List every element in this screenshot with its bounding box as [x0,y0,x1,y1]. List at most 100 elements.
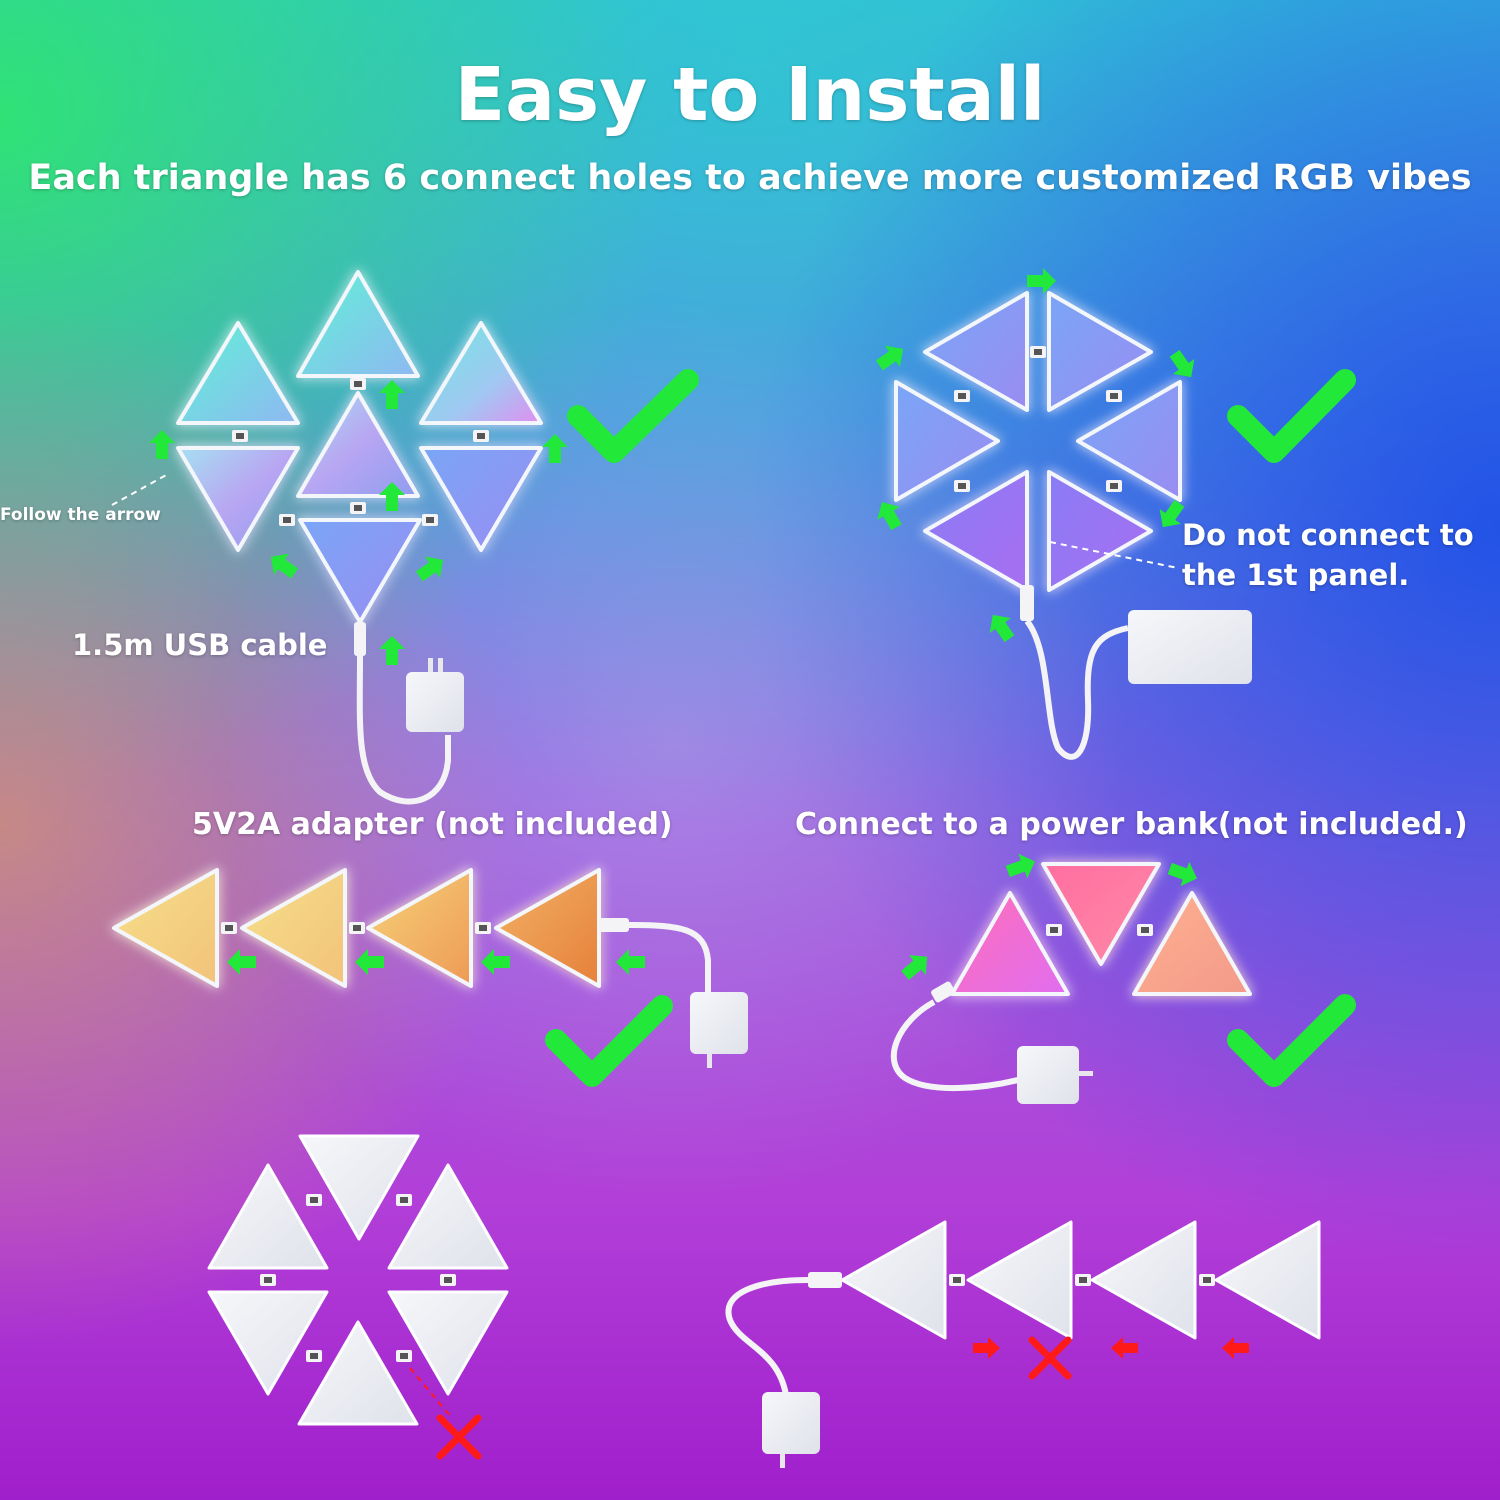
no-connect-line2: the 1st panel. [1182,558,1410,592]
panel [494,868,601,988]
check-icon [567,369,699,463]
panel [207,1290,329,1396]
panel [419,446,543,552]
arrow-icon [1027,268,1056,294]
arrow-icon [542,434,568,463]
hexagon-layout [870,268,1356,760]
connector [440,1274,456,1286]
connector [221,922,237,934]
follow-arrow-label: Follow the arrow [0,505,161,525]
check-icon [545,995,673,1087]
connector [954,480,970,492]
connector [1106,480,1122,492]
panel [298,518,422,624]
no-connect-line1: Do not connect to [1182,518,1474,552]
connector [1106,390,1122,402]
panel [112,868,219,988]
panel [950,891,1070,996]
panel [419,321,543,425]
arrow-icon [379,380,405,409]
arrow-icon [1111,1337,1138,1359]
three-panel-layout [890,849,1356,1104]
connector [396,1350,412,1362]
row-layout [112,868,748,1087]
panel [207,1163,329,1270]
panel [966,1220,1073,1340]
panel [240,868,347,988]
panel [1047,291,1153,412]
arrow-icon [149,430,175,459]
cross-icon [1028,1336,1072,1380]
usb-adapter [406,672,464,732]
usb-adapter [1017,1046,1079,1104]
connector [1137,924,1153,936]
arrow-icon [355,949,384,975]
connector [279,514,295,526]
connector [350,378,366,390]
connector [949,1274,965,1286]
connector [306,1350,322,1362]
connector [422,514,438,526]
check-icon [1227,369,1356,463]
panel [176,446,300,552]
panel [894,380,1000,502]
cluster-layout [111,270,699,805]
connector [475,922,491,934]
panel [923,291,1029,412]
arrow-icon [1163,345,1202,385]
usb-cable-label: 1.5m USB cable [72,628,328,662]
connector [350,502,366,514]
panel [1076,380,1182,502]
arrow-icon [871,338,911,377]
panel [1132,891,1252,996]
arrow-icon [896,946,936,986]
connector [232,430,248,442]
page-title: Easy to Install [454,52,1046,138]
usb-adapter [762,1392,820,1454]
connector [1075,1274,1091,1286]
panel [1041,862,1161,966]
connector [306,1194,322,1206]
arrow-icon [982,607,1021,647]
page-subtitle: Each triangle has 6 connect holes to ach… [28,158,1472,198]
panel [296,391,420,498]
power-bank-label: Connect to a power bank(not included.) [795,807,1468,842]
arrow-icon [379,636,405,665]
adapter-label: 5V2A adapter (not included) [192,807,673,842]
connector [260,1274,276,1286]
power-bank [1128,610,1252,684]
panel [297,1320,419,1426]
arrow-icon [263,546,303,585]
hexagon-wrong [207,1134,509,1460]
check-icon [1227,994,1356,1087]
arrow-icon [973,1337,1000,1359]
panel [1047,470,1153,592]
connector [473,430,489,442]
connector [396,1194,412,1206]
panel [176,321,300,425]
arrow-icon [481,949,510,975]
connector [349,922,365,934]
arrow-icon [1165,856,1202,891]
panel [387,1290,509,1396]
cross-icon [436,1414,482,1460]
arrow-icon [227,949,256,975]
no-connect-note: Do not connect to the 1st panel. [1182,515,1474,595]
connector [1030,346,1046,358]
panel [923,470,1029,592]
arrow-icon [411,549,451,588]
panel [366,868,473,988]
arrow-icon [870,495,908,534]
connector [954,390,970,402]
panel [298,1134,420,1241]
usb-adapter [690,992,748,1054]
row-wrong [725,1220,1321,1468]
panel [840,1220,947,1340]
panel [387,1163,509,1270]
connector [1199,1274,1215,1286]
panel [1090,1220,1197,1340]
panel [1214,1220,1321,1340]
arrow-icon [616,949,645,975]
panel [296,270,420,378]
